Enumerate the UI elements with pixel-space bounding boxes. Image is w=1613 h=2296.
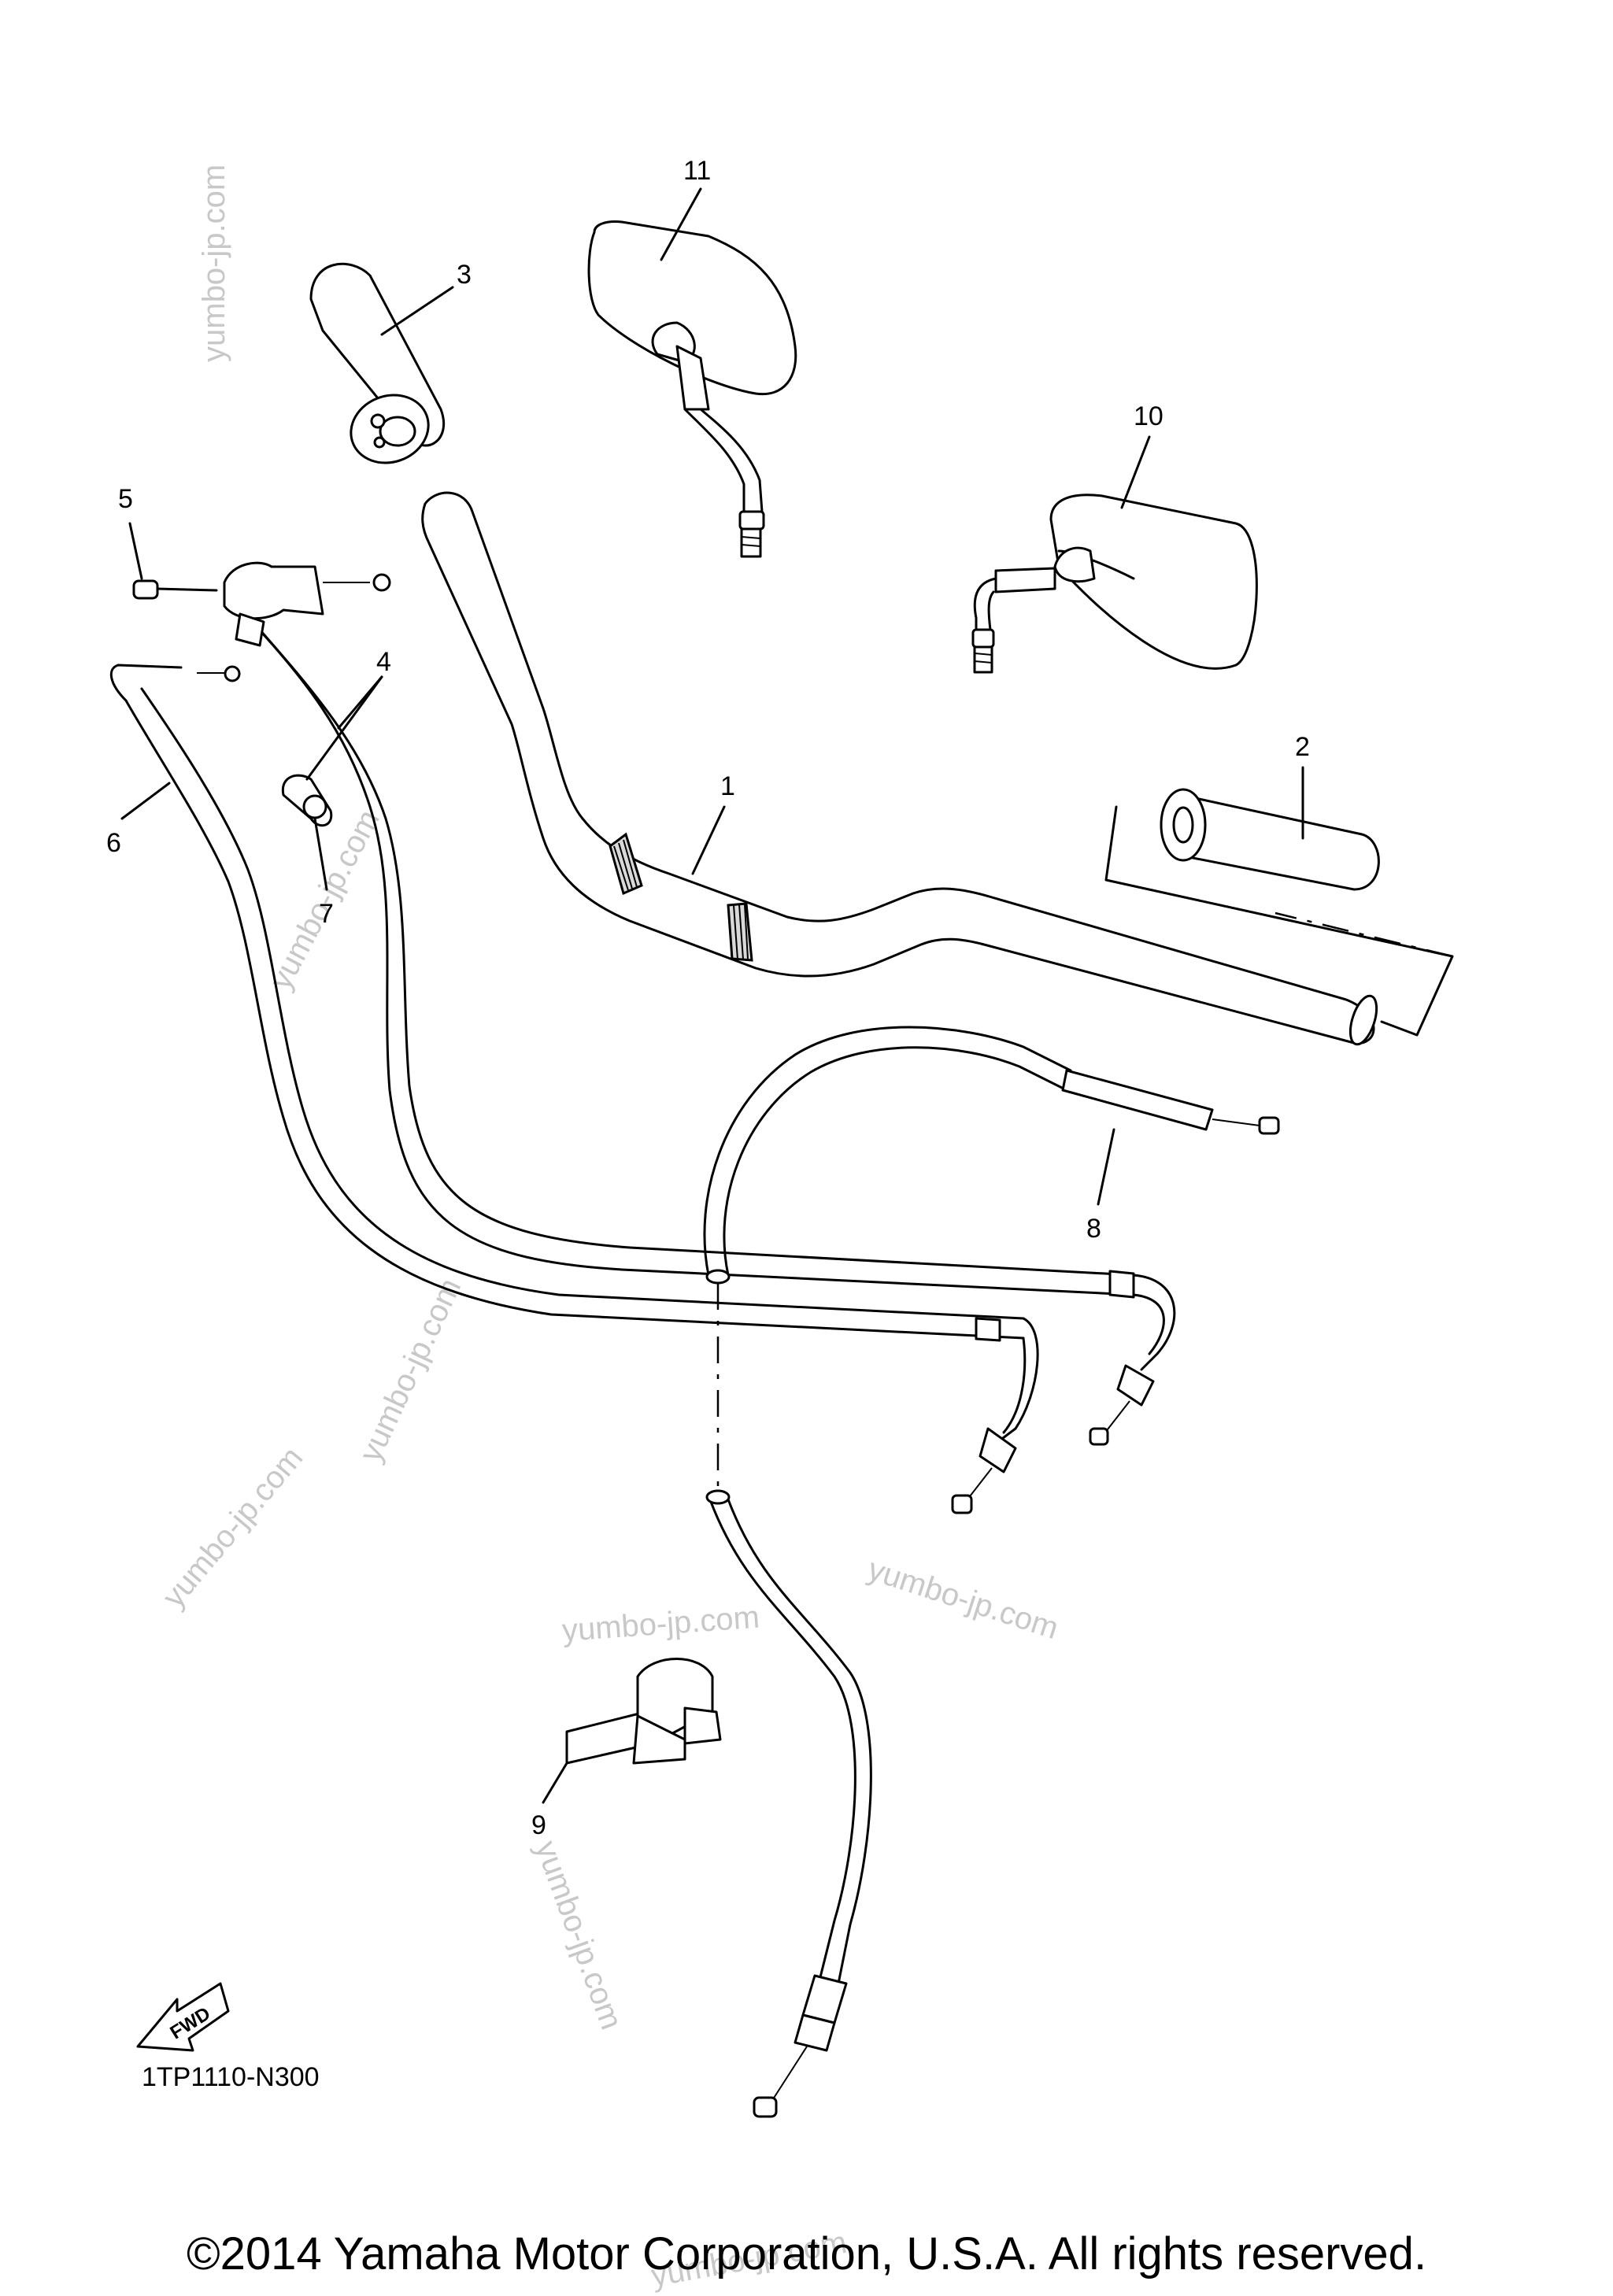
copyright-notice: ©2014 Yamaha Motor Corporation, U.S.A. A…: [186, 2228, 1427, 2279]
knurl-right: [727, 902, 753, 962]
leader-10: [1120, 435, 1151, 509]
leader-lines: [120, 187, 1304, 1804]
clutch-cable: [703, 1026, 1280, 2118]
callout-5: 5: [118, 484, 133, 514]
throttle-cable: [235, 605, 1176, 1446]
callout-7: 7: [319, 899, 334, 929]
leader-11: [660, 187, 702, 261]
callout-8: 8: [1086, 1214, 1101, 1244]
watermark-4: yumbo-jp.com: [156, 1440, 309, 1614]
watermarks: yumbo-jp.com yumbo-jp.com yumbo-jp.com y…: [156, 165, 1063, 2294]
leader-9: [542, 1762, 568, 1804]
leader-3: [380, 286, 454, 336]
callout-9: 9: [531, 1810, 546, 1840]
leader-1: [691, 805, 726, 875]
callout-6: 6: [106, 828, 121, 858]
cable-holder: [565, 1658, 722, 1765]
callouts: 1 2 3 4 5 6 7 8 9 10 11: [106, 156, 1310, 1840]
callout-10: 10: [1134, 401, 1164, 431]
leader-4b: [305, 675, 383, 781]
callout-4: 4: [376, 647, 391, 677]
cable-clamp: [281, 774, 333, 827]
left-mirror: [587, 220, 797, 558]
leader-6: [120, 782, 171, 820]
watermark-5: yumbo-jp.com: [561, 1600, 761, 1648]
callout-2: 2: [1295, 732, 1310, 762]
return-cable: [109, 664, 1039, 1514]
diagram-code: 1TP1110-N300: [142, 2062, 320, 2092]
right-mirror: [971, 494, 1258, 674]
watermark-6: yumbo-jp.com: [864, 1552, 1063, 1646]
leader-5: [128, 522, 143, 580]
watermark-1: yumbo-jp.com: [197, 165, 231, 362]
fwd-arrow-icon: FWD: [136, 1982, 230, 2052]
leader-8: [1097, 1128, 1115, 1206]
watermark-3: yumbo-jp.com: [353, 1274, 468, 1467]
screw-and-bracket: [132, 561, 391, 682]
callout-1: 1: [720, 771, 735, 801]
callout-3: 3: [457, 260, 472, 290]
handlebar: [421, 491, 1378, 1046]
knurl-left: [609, 832, 643, 896]
watermark-7: yumbo-jp.com: [529, 1836, 629, 2034]
callout-11: 11: [683, 156, 711, 186]
right-grip: [1104, 788, 1454, 1037]
left-grip: [309, 262, 446, 464]
leader-7: [313, 817, 328, 891]
